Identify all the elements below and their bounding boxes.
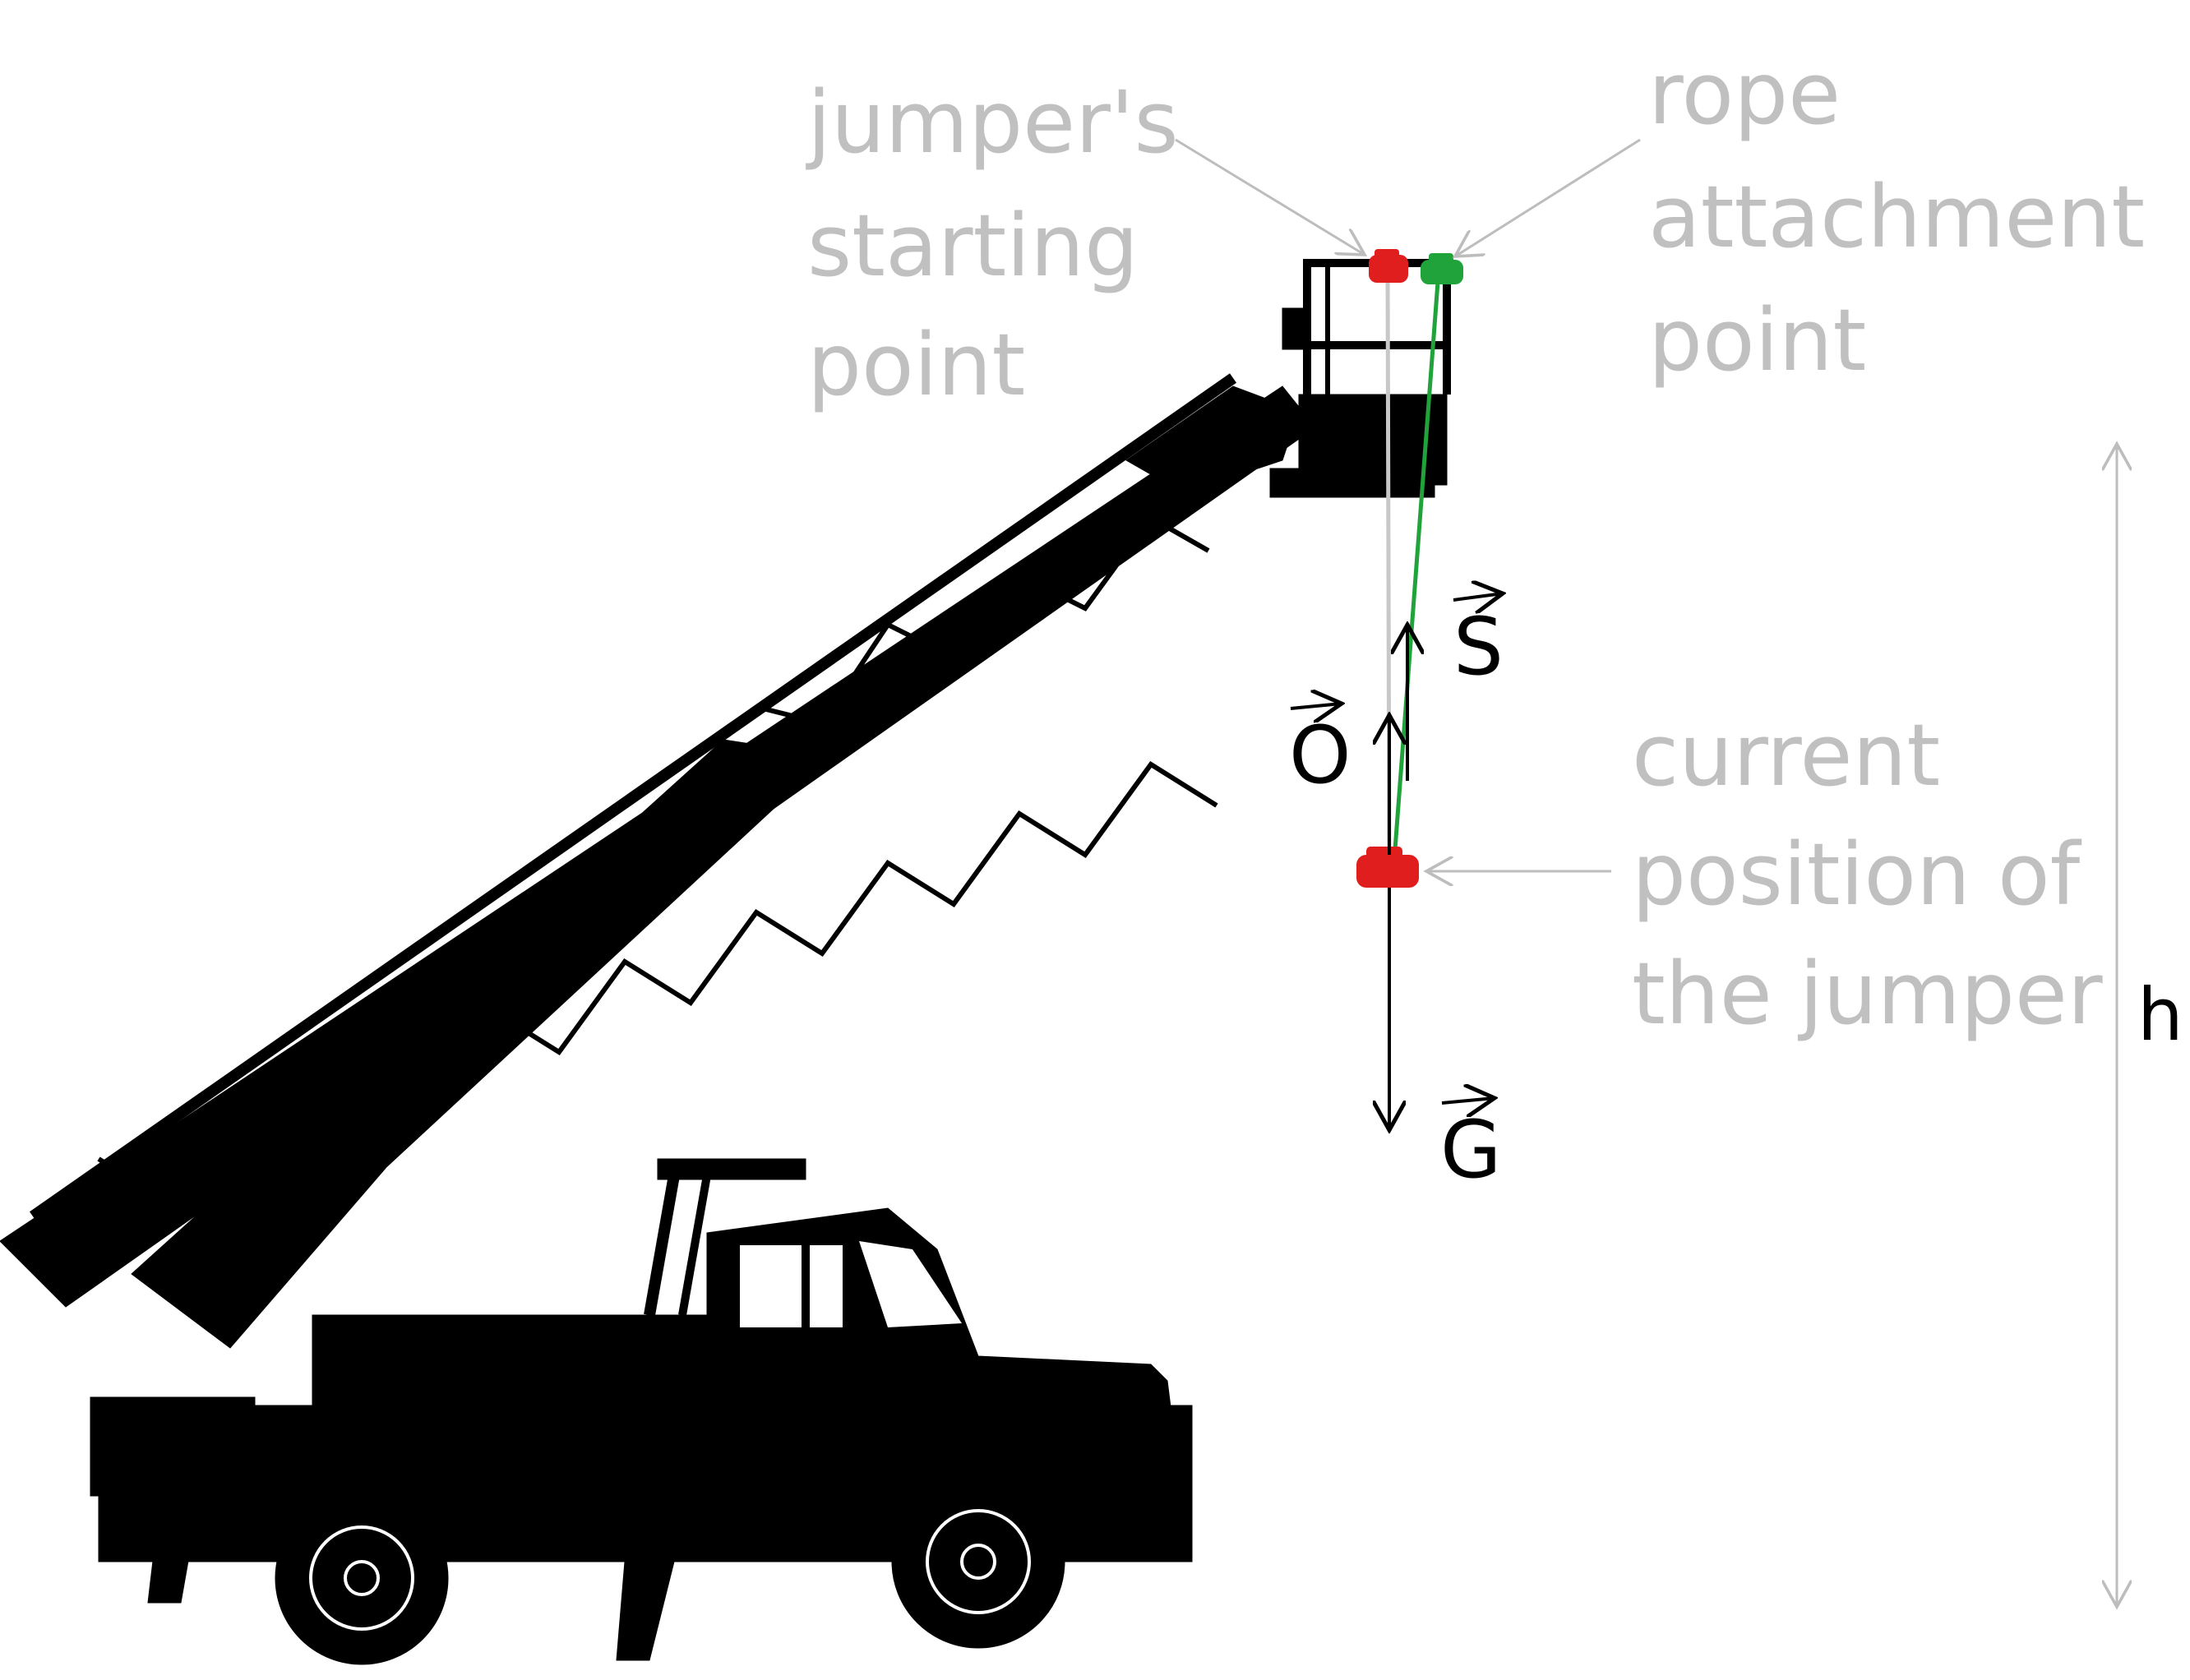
label-rope-attachment: rope attachment point — [1455, 44, 2145, 390]
svg-text:current: current — [1632, 705, 1940, 805]
svg-text:starting: starting — [807, 196, 1139, 296]
crane-truck-silhouette — [0, 259, 1451, 1665]
cab-windows — [740, 1241, 962, 1327]
front-wheel — [891, 1475, 1065, 1649]
svg-text:the jumper: the jumper — [1632, 944, 2103, 1044]
svg-text:S: S — [1453, 601, 1504, 693]
boom-tip-arm — [1125, 385, 1300, 494]
wheel-hubs — [309, 1509, 1031, 1631]
svg-text:point: point — [807, 315, 1025, 415]
svg-text:rope: rope — [1648, 44, 1841, 144]
boom-truss — [97, 515, 1218, 1204]
label-jumper-start: jumper's starting point — [806, 72, 1365, 415]
rear-wheel — [275, 1491, 449, 1665]
boom-lower-section — [131, 739, 832, 1349]
svg-text:G: G — [1440, 1104, 1501, 1196]
jumper-start-marker — [1369, 249, 1408, 283]
vector-S-label: S — [1453, 593, 1504, 693]
label-current-position: current position of the jumper — [1426, 705, 2103, 1044]
svg-text:point: point — [1648, 290, 1866, 390]
svg-text:jumper's: jumper's — [806, 72, 1179, 173]
rope-attachment-marker — [1421, 253, 1463, 284]
height-label: h — [2137, 972, 2183, 1057]
vector-O-label: O — [1289, 704, 1351, 801]
svg-text:attachment: attachment — [1648, 167, 2145, 267]
vector-G-label: G — [1440, 1098, 1501, 1196]
jumper-current-marker — [1356, 847, 1419, 888]
svg-text:O: O — [1289, 709, 1351, 801]
truck-body — [90, 1158, 1193, 1665]
svg-text:position of: position of — [1632, 824, 2082, 925]
rope-line — [1391, 270, 1441, 872]
basket — [1269, 259, 1451, 498]
height-dimension: h — [2117, 444, 2183, 1607]
